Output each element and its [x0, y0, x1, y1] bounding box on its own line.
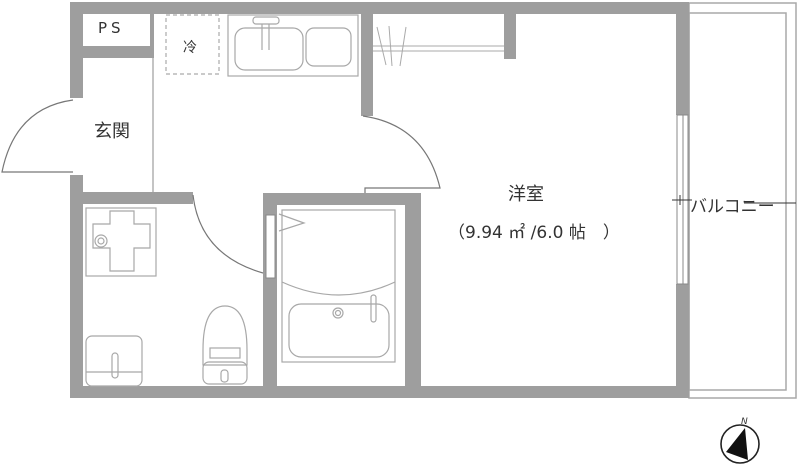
- washbasin: [85, 335, 143, 387]
- western-room-area: （9.94 ㎡ /6.0 帖 ）: [448, 223, 620, 243]
- compass-icon: [720, 424, 760, 464]
- door-swings: [1, 99, 441, 274]
- toilet: [202, 305, 248, 385]
- exterior-walls: [70, 2, 689, 398]
- entrance-label: 玄関: [94, 121, 130, 142]
- pipe-space-label: PS: [98, 19, 125, 37]
- north-label: N: [741, 417, 748, 427]
- closet: [373, 25, 504, 67]
- washing-machine-pan: [85, 207, 157, 277]
- balcony-label: バルコニー: [690, 197, 775, 217]
- bath-door: [265, 214, 276, 279]
- balcony-leader: [672, 195, 796, 205]
- western-room-label: 洋室: [508, 184, 544, 205]
- refrigerator-label: 冷: [183, 40, 197, 56]
- interior-walls: [83, 14, 516, 398]
- kitchen-sink: [227, 14, 359, 77]
- bathtub: [278, 209, 396, 363]
